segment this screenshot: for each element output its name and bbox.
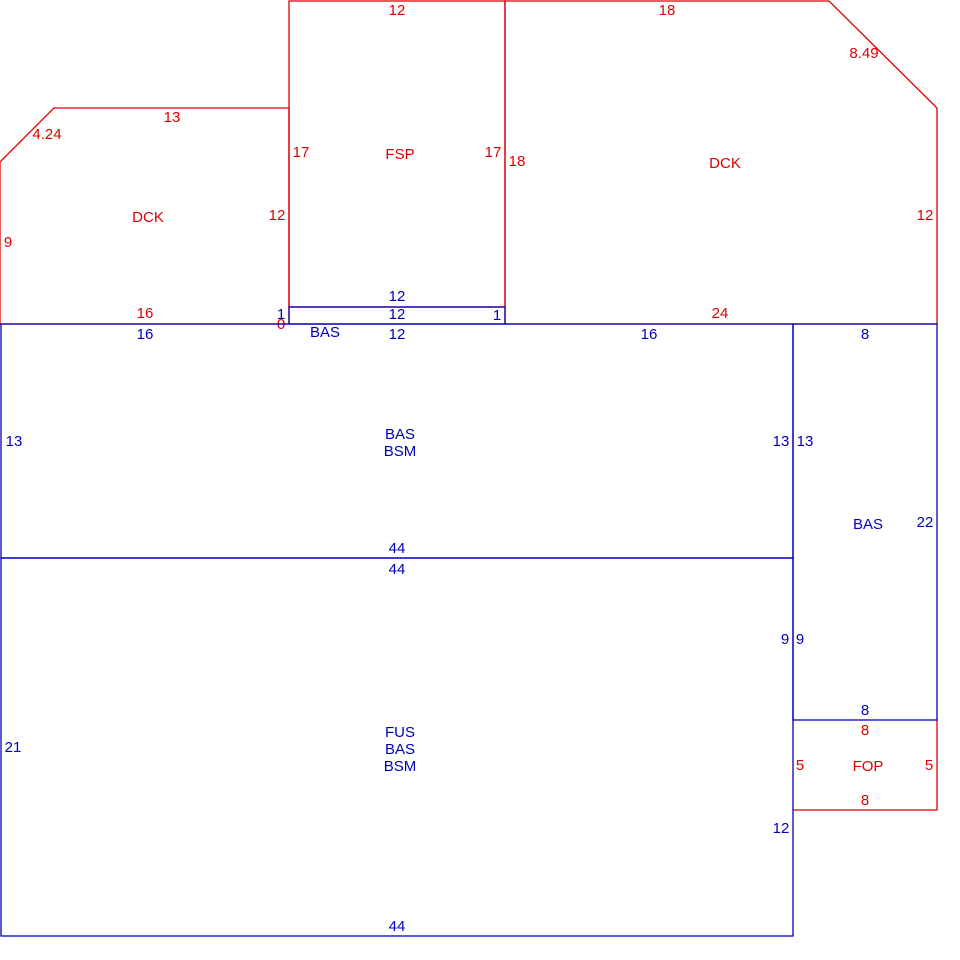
bas-bsm-main-bottom-dimension: 44 (389, 540, 406, 557)
bas-bsm-main-left-dimension: 13 (6, 433, 23, 450)
dck-right-diagonal-dimension: 8.49 (849, 45, 878, 62)
bas-right-label: BAS (853, 516, 883, 533)
fus-bas-bsm-outline (0, 557, 794, 937)
fus-bas-bsm-bottom-dimension: 44 (389, 918, 406, 935)
bas-right-area[interactable]: BAS 8 13 22 9 8 (792, 323, 938, 721)
bas-small-label: BAS (310, 324, 340, 341)
dck-right-label: DCK (709, 155, 741, 172)
dck-right-left-dimension: 18 (509, 153, 526, 170)
dck-left-area[interactable]: DCK 13 4.24 9 12 16 (0, 107, 290, 325)
bas-bsm-main-label-line1: BAS (385, 426, 415, 443)
fsp-right-dimension: 17 (485, 144, 502, 161)
bas-right-outline (792, 323, 938, 721)
fus-bas-bsm-left-dimension: 21 (5, 739, 22, 756)
dck-right-right-dimension: 12 (917, 207, 934, 224)
bas-right-right-dimension: 22 (917, 514, 934, 531)
fop-left-dimension: 5 (796, 757, 804, 774)
bas-right-bottom-dimension: 8 (861, 702, 869, 719)
fus-bas-bsm-label-line1: FUS (385, 724, 415, 741)
bas-right-left-dimension: 13 (797, 433, 814, 450)
fus-bas-bsm-right-upper-dimension: 9 (781, 631, 789, 648)
fus-bas-bsm-top-dimension: 44 (389, 561, 406, 578)
fus-bas-bsm-label-line2: BAS (385, 741, 415, 758)
bas-small-right-dimension: 1 (493, 307, 501, 324)
fsp-area[interactable]: FSP 12 17 17 12 (288, 0, 506, 308)
fsp-label: FSP (385, 146, 414, 163)
fop-outline (793, 720, 938, 811)
bas-right-left-lower-dimension: 9 (796, 631, 804, 648)
fsp-bottom-dimension: 12 (389, 288, 406, 305)
fop-area[interactable]: FOP 8 5 5 8 (793, 720, 938, 811)
dck-left-left-dimension: 9 (4, 234, 12, 251)
bas-bsm-main-top-left-dimension: 16 (137, 326, 154, 343)
bas-right-top-dimension: 8 (861, 326, 869, 343)
fop-right-dimension: 5 (925, 757, 933, 774)
bas-bsm-main-area[interactable]: BAS BSM 16 16 13 13 44 (0, 323, 794, 559)
bas-bsm-main-label-line2: BSM (384, 443, 417, 460)
bas-bsm-main-right-dimension: 13 (773, 433, 790, 450)
dck-right-area[interactable]: DCK 18 8.49 18 12 24 (504, 0, 938, 325)
fop-label: FOP (853, 758, 884, 775)
fop-bottom-dimension: 8 (861, 792, 869, 809)
bas-small-left-dimension: 1 (277, 306, 285, 323)
dck-right-outline (504, 0, 938, 325)
fsp-left-dimension: 17 (293, 144, 310, 161)
dck-left-bottom-dimension: 16 (137, 305, 154, 322)
fus-bas-bsm-right-lower-dimension: 12 (773, 820, 790, 837)
bas-small-bottom-dimension: 12 (389, 326, 406, 343)
fsp-top-dimension: 12 (389, 2, 406, 19)
fus-bas-bsm-area[interactable]: FUS BAS BSM 44 21 9 12 44 (0, 557, 794, 937)
dck-left-diagonal-dimension: 4.24 (32, 126, 61, 143)
dck-left-right-dimension: 12 (269, 207, 286, 224)
dck-left-top-dimension: 13 (164, 109, 181, 126)
bas-bsm-main-top-right-dimension: 16 (641, 326, 658, 343)
dck-left-label: DCK (132, 209, 164, 226)
bas-small-top-dimension: 12 (389, 306, 406, 323)
dck-right-bottom-dimension: 24 (712, 305, 729, 322)
dck-right-top-dimension: 18 (659, 2, 676, 19)
fus-bas-bsm-label-line3: BSM (384, 758, 417, 775)
fop-top-dimension: 8 (861, 722, 869, 739)
